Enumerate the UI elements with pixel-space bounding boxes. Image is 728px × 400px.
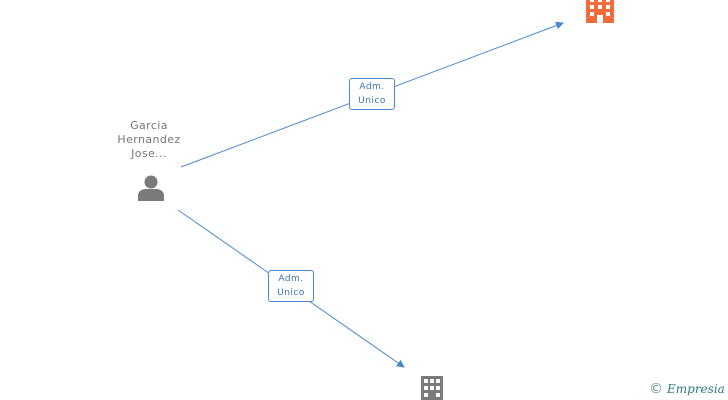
person-icon[interactable]	[138, 175, 164, 202]
person-name-line: Hernandez	[117, 133, 181, 146]
empresia-logo: © Empresia	[649, 378, 725, 400]
building-icon-bottom[interactable]	[421, 376, 443, 400]
edge-label-line: Adm.	[359, 82, 385, 92]
person-name-line: Jose...	[131, 147, 167, 160]
copyright-icon: ©	[649, 381, 663, 397]
edge-label-line: Unico	[358, 96, 386, 106]
edge-label-top[interactable]: Adm. Unico	[349, 78, 395, 110]
building-icon-top[interactable]	[586, 0, 614, 23]
edge-label-line: Adm.	[278, 274, 304, 284]
brand-name: Empresia	[667, 382, 725, 396]
person-name[interactable]: Garcia Hernandez Jose...	[108, 119, 190, 161]
edge-label-bottom[interactable]: Adm. Unico	[268, 270, 314, 302]
person-name-line: Garcia	[130, 119, 168, 132]
edge-label-line: Unico	[277, 288, 305, 298]
